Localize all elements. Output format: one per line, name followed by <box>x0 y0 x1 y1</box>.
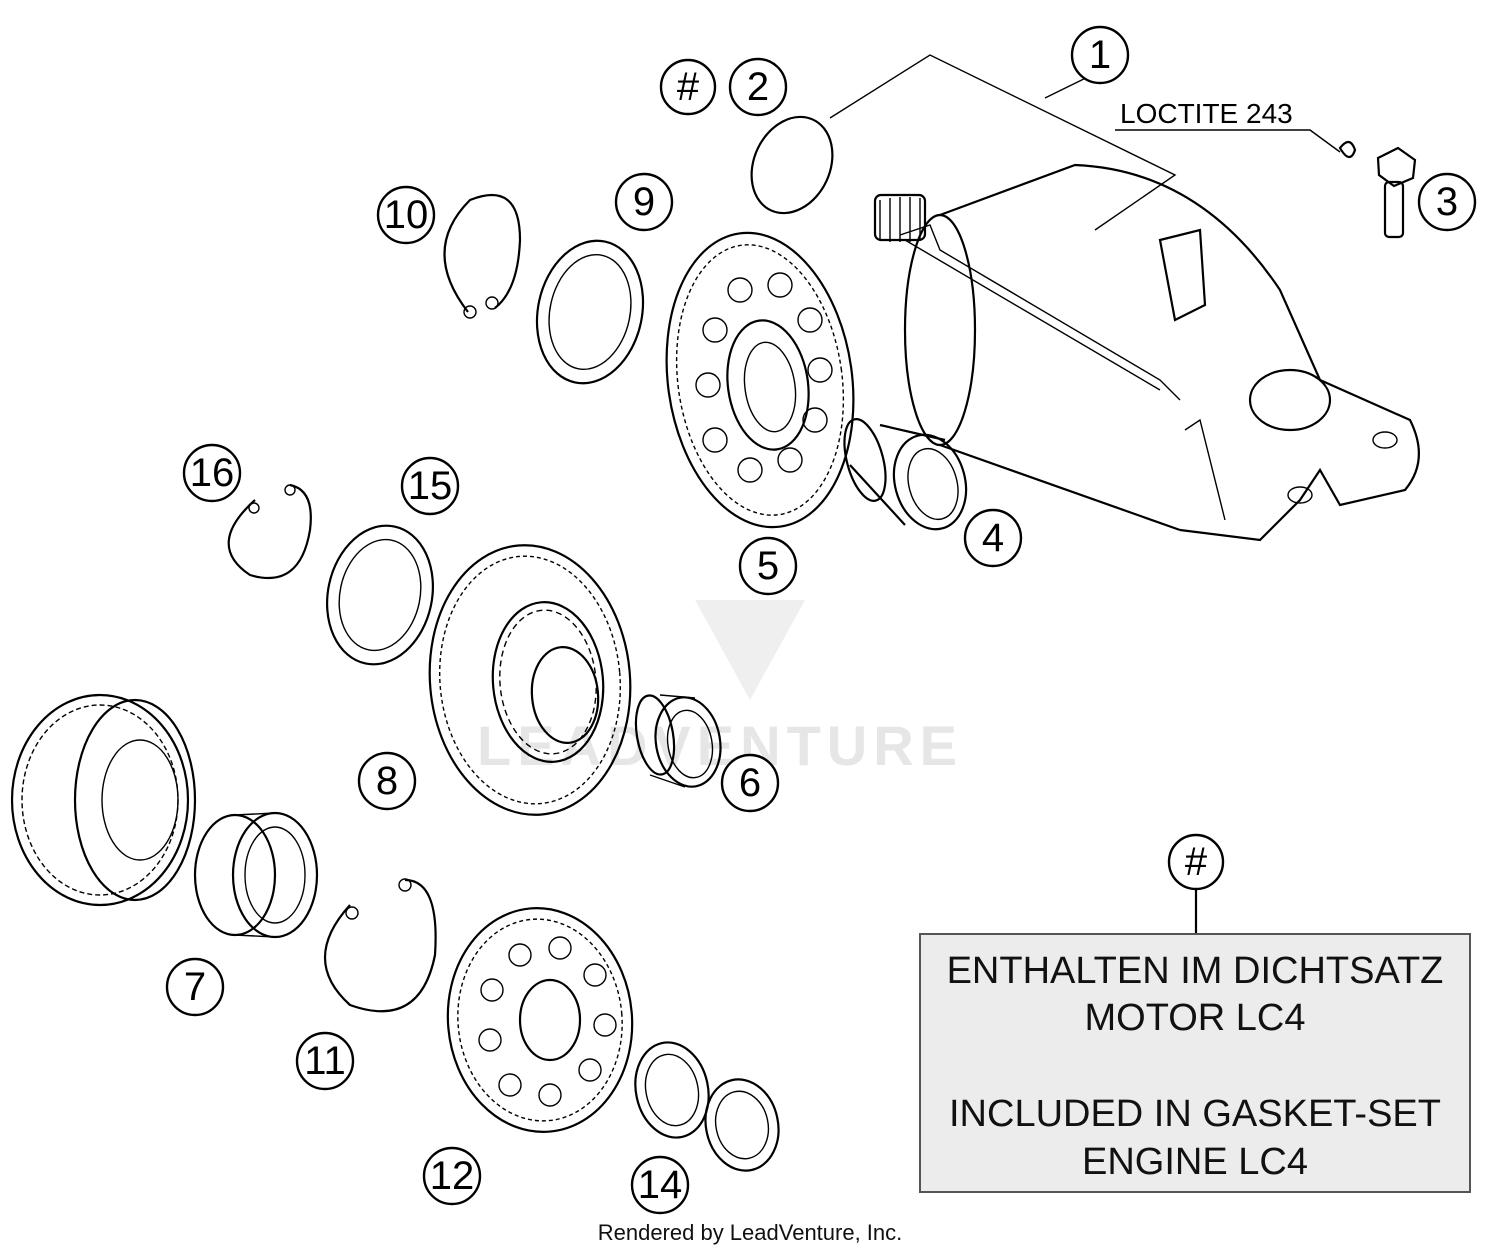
callout-2: 2 <box>728 57 788 117</box>
callout-16-label: 16 <box>190 451 235 495</box>
bolt <box>1115 129 1417 239</box>
callout-9: 9 <box>614 172 674 232</box>
callout-12-label: 12 <box>430 1154 475 1198</box>
callout-15: 15 <box>400 456 460 516</box>
callout-7-label: 7 <box>184 965 206 1009</box>
callout-7: 7 <box>165 957 225 1017</box>
freewheel-7 <box>193 811 319 939</box>
callout-6: 6 <box>720 753 780 813</box>
o-ring <box>750 115 834 215</box>
gasket-set-note: # ENTHALTEN IM DICHTSATZ MOTOR LC4 INCLU… <box>919 833 1471 1193</box>
callout-8-label: 8 <box>376 759 398 803</box>
needle-bearing-4 <box>843 418 968 531</box>
callout-8: 8 <box>357 751 417 811</box>
callout-1-label: 1 <box>1089 33 1111 77</box>
note-line-4: ENGINE LC4 <box>1082 1141 1308 1183</box>
callout-15-label: 15 <box>408 464 453 508</box>
callout-hash-top: # <box>659 58 717 116</box>
intermediate-gear-8 <box>428 544 632 816</box>
washer-9 <box>535 239 645 385</box>
callout-5: 5 <box>738 536 798 596</box>
callout-4-label: 4 <box>982 516 1004 560</box>
needle-bearing-6 <box>634 694 722 788</box>
callout-14-label: 14 <box>638 1163 683 1207</box>
gear-12 <box>446 907 634 1133</box>
callout-14: 14 <box>630 1155 690 1215</box>
circlip-10 <box>443 194 522 319</box>
callout-3-label: 3 <box>1436 180 1458 224</box>
callout-10-label: 10 <box>384 193 429 237</box>
circlip-11 <box>323 878 437 1013</box>
callout-3: 3 <box>1417 172 1477 232</box>
starter-motor <box>873 163 1420 542</box>
note-line-3: INCLUDED IN GASKET-SET <box>949 1093 1441 1135</box>
callout-1-leaders <box>829 54 1177 231</box>
callout-1: 1 <box>1070 25 1130 85</box>
circlip-16 <box>227 483 312 580</box>
callout-2-label: 2 <box>747 65 769 109</box>
callout-5-label: 5 <box>757 544 779 588</box>
needle-bearings-14 <box>634 1041 780 1172</box>
callout-10: 10 <box>376 185 436 245</box>
callout-16: 16 <box>182 443 242 503</box>
callout-11-label: 11 <box>304 1039 346 1083</box>
note-line-2: MOTOR LC4 <box>1084 997 1305 1039</box>
callout-11: 11 <box>295 1031 355 1091</box>
callout-hash-note-label: # <box>1185 840 1208 884</box>
note-line-1: ENTHALTEN IM DICHTSATZ <box>947 950 1444 992</box>
large-drive-gear <box>10 693 197 907</box>
washer-15 <box>325 524 435 666</box>
callout-4: 4 <box>963 508 1023 568</box>
footer-credit: Rendered by LeadVenture, Inc. <box>598 1220 903 1245</box>
callout-9-label: 9 <box>633 180 655 224</box>
callout-hash-top-label: # <box>677 65 700 109</box>
callout-12: 12 <box>422 1146 482 1206</box>
ring-gear-5 <box>665 231 855 529</box>
callout-6-label: 6 <box>739 761 761 805</box>
loctite-label: LOCTITE 243 <box>1120 98 1293 129</box>
